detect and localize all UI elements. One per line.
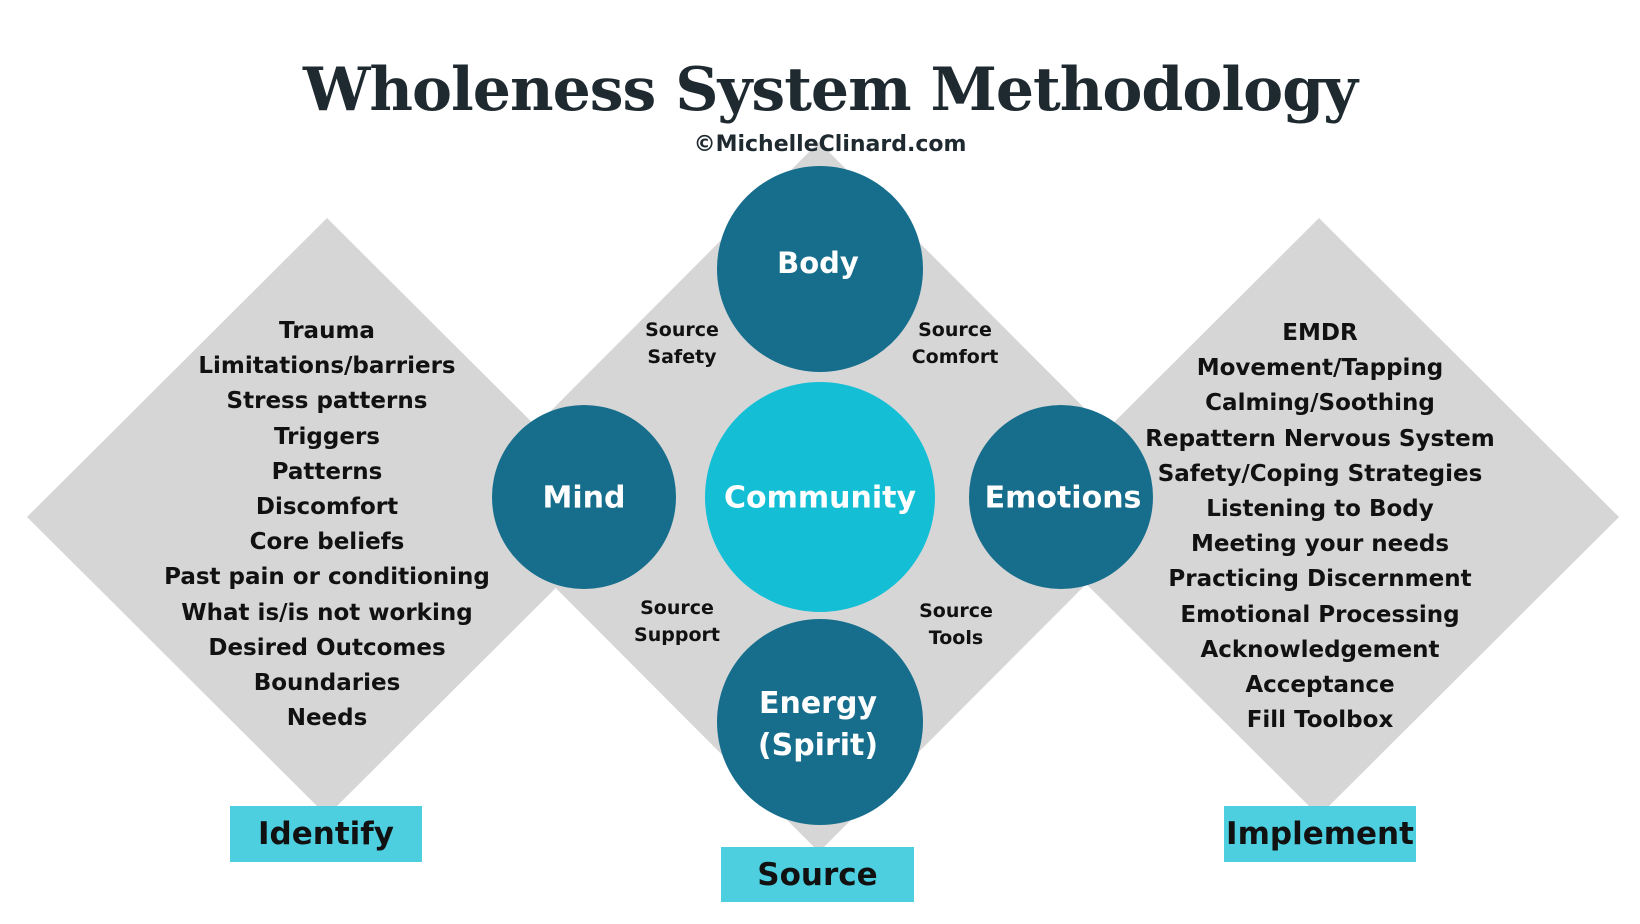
copyright-text: ©MichelleClinard.com (693, 132, 967, 157)
list-item: Discomfort (255, 494, 399, 521)
safety-word: Safety (647, 346, 717, 368)
list-item: Repattern Nervous System (1145, 425, 1495, 452)
tools-word: Tools (928, 627, 984, 649)
list-item: Needs (286, 705, 368, 732)
list-item: Stress patterns (226, 388, 428, 415)
list-item: Meeting your needs (1190, 531, 1450, 558)
list-item: Trauma (279, 318, 375, 344)
community-circle (705, 382, 935, 612)
source-tools-label: Source Tools (919, 598, 993, 652)
body-label: Body (777, 246, 859, 280)
page-title: Wholeness System Methodology (302, 55, 1358, 125)
implement-diamond (1019, 218, 1619, 816)
source-safety-label: Source Safety (645, 317, 719, 371)
list-item: Past pain or conditioning (164, 564, 490, 591)
list-item: Practicing Discernment (1168, 566, 1472, 593)
support-word: Support (634, 624, 720, 646)
community-label: Community (723, 480, 917, 516)
source-comfort-label: Source Comfort (912, 317, 999, 371)
list-item: Boundaries (253, 670, 401, 697)
source-support-label: Source Support (634, 595, 720, 649)
source-word: Source (645, 319, 719, 341)
identify-list: Trauma Limitations/barriers Stress patte… (164, 314, 490, 736)
energy-label-line2: (Spirit) (757, 728, 879, 763)
list-item: Patterns (271, 458, 383, 485)
comfort-word: Comfort (911, 346, 999, 368)
list-item: Movement/Tapping (1196, 355, 1444, 382)
emotions-label: Emotions (984, 480, 1142, 516)
list-item: Acceptance (1245, 672, 1395, 699)
implement-list: EMDR Movement/Tapping Calming/Soothing R… (1145, 316, 1494, 738)
list-item: Core beliefs (249, 529, 405, 556)
source-word: Source (640, 597, 714, 619)
list-item: Desired Outcomes (208, 634, 446, 661)
identify-label: Identify (230, 806, 422, 862)
list-item: Calming/Soothing (1205, 390, 1435, 417)
body-circle (717, 166, 923, 372)
source-label: Source (721, 847, 914, 902)
list-item: Safety/Coping Strategies (1157, 460, 1483, 487)
list-item: Acknowledgement (1200, 636, 1440, 663)
energy-label-line1: Energy (758, 686, 878, 721)
list-item: EMDR (1282, 320, 1358, 346)
mind-circle (492, 405, 676, 589)
identify-diamond (27, 218, 627, 816)
source-word: Source (918, 319, 992, 341)
energy-label: Energy (Spirit) (758, 683, 878, 767)
mind-label: Mind (542, 480, 626, 516)
list-item: Emotional Processing (1180, 601, 1460, 628)
source-word: Source (919, 600, 993, 622)
list-item: Fill Toolbox (1246, 707, 1394, 734)
list-item: Limitations/barriers (198, 353, 456, 380)
list-item: Triggers (274, 423, 380, 450)
implement-label: Implement (1224, 806, 1416, 862)
energy-circle (717, 619, 923, 825)
emotions-circle (969, 405, 1153, 589)
list-item: Listening to Body (1206, 496, 1434, 523)
list-item: What is/is not working (181, 599, 473, 626)
